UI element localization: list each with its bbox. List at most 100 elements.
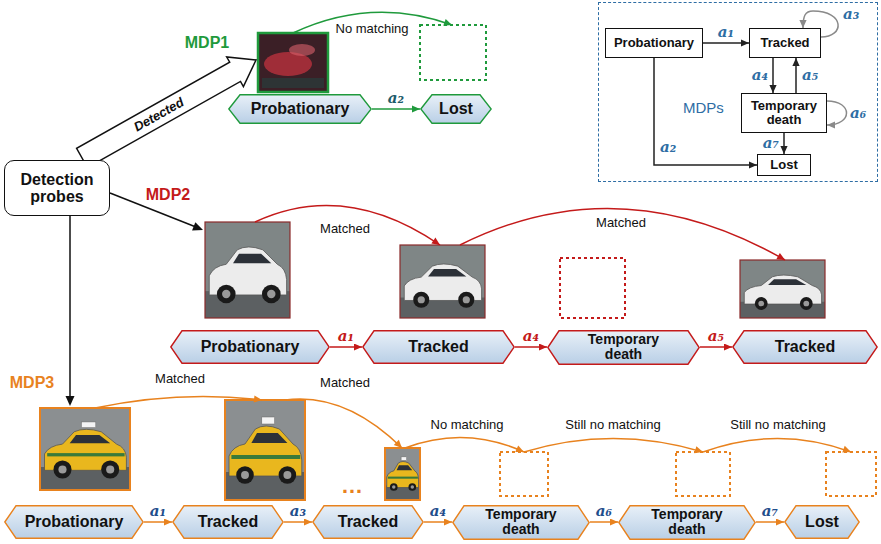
wheel-hub — [418, 296, 425, 303]
arrow-head — [724, 343, 732, 350]
photo-frame — [40, 408, 130, 490]
hexagon-shape — [173, 506, 283, 538]
hexagon-shape — [548, 330, 699, 363]
hexagon-shape — [421, 95, 491, 123]
car-wheel — [101, 460, 119, 478]
state-name: Probationary — [25, 513, 124, 530]
wheel-hub — [758, 301, 764, 307]
state-hexagon: Tracked — [312, 505, 424, 539]
arrow-head — [749, 161, 757, 168]
arrow-head — [694, 446, 703, 453]
mdp-label: MDP2 — [145, 186, 191, 204]
match-label: No matching — [335, 22, 410, 36]
wheel-hub — [106, 465, 114, 473]
wheel-hub — [411, 485, 414, 488]
arrow-line — [69, 216, 71, 400]
photo-background — [258, 33, 328, 92]
arrow-head — [610, 518, 618, 525]
arrow-head — [827, 121, 835, 128]
photo-background — [205, 222, 290, 318]
wheel-hub — [463, 296, 470, 303]
match-arc — [405, 437, 524, 452]
photo-frame — [258, 33, 328, 92]
arrow-head — [431, 238, 440, 245]
state-hexagon: Lost — [420, 94, 492, 124]
photo-frame — [225, 400, 305, 500]
match-label: Matched — [319, 376, 371, 390]
match-label: No matching — [430, 418, 505, 432]
state-name: Tracked — [198, 513, 258, 530]
arrow-head — [769, 85, 776, 93]
photo-background — [400, 245, 485, 318]
match-label: Matched — [595, 216, 647, 230]
wheel-hub — [283, 471, 291, 479]
state-name: Detection probes — [11, 171, 103, 206]
missing-detection-box — [420, 25, 486, 80]
panel-title: MDPs — [683, 99, 724, 116]
hexagon-shape — [171, 331, 329, 363]
vehicle-photo — [258, 33, 328, 92]
transition-arrow — [330, 343, 362, 350]
transition-arrow — [590, 518, 618, 525]
state-hexagon: Probationary — [4, 505, 144, 539]
arrow-head — [776, 518, 784, 525]
state-name: Probationary — [614, 36, 694, 50]
transition-arrow — [780, 133, 787, 154]
car-wheel — [53, 460, 71, 478]
detected-arrow — [77, 57, 256, 168]
state-hexagon: Probationary — [228, 94, 372, 124]
state-name: Tracked — [408, 338, 468, 355]
wheel-hub — [222, 290, 230, 298]
car-wheel — [279, 466, 297, 484]
state-name: Probationary — [251, 100, 350, 117]
wheel-hub — [803, 301, 809, 307]
state-name: Temporary death — [475, 507, 567, 537]
car-window — [70, 435, 111, 443]
taxi-stripe — [231, 455, 300, 459]
blur-blob — [289, 44, 315, 56]
arrow-head — [515, 445, 524, 452]
hexagon-shape — [733, 331, 877, 363]
arrow-head — [304, 518, 312, 525]
arrow-head — [792, 58, 799, 66]
transition-arrow — [703, 39, 749, 46]
action-label: a₅ — [801, 67, 819, 84]
car-window — [233, 254, 271, 264]
arc-line — [405, 437, 524, 452]
photo-frame — [385, 448, 420, 500]
missing-detection-box — [676, 452, 730, 496]
photo-frame — [740, 260, 825, 318]
vehicle-photo — [225, 400, 305, 500]
action-label: a₁ — [717, 24, 735, 41]
car-wheel — [390, 483, 398, 491]
state-name: Temporary death — [746, 99, 822, 127]
wheel-hub — [58, 465, 66, 473]
state-name: Temporary death — [641, 507, 733, 537]
arc-line — [524, 439, 703, 453]
car-wheel — [217, 285, 236, 304]
missing-detection-box — [500, 452, 548, 496]
vehicle-photo — [385, 448, 420, 500]
arc-line — [460, 208, 785, 260]
taxi-sign — [262, 417, 275, 424]
mdp-label: MDP1 — [184, 34, 230, 52]
arc-line — [285, 399, 402, 448]
probe-box: Detection probes — [4, 160, 110, 216]
state-name: Tracked — [338, 513, 398, 530]
photo-frame — [400, 245, 485, 318]
arrow-head — [394, 440, 402, 448]
action-label: a₆ — [849, 105, 867, 122]
hexagon-shape — [453, 505, 589, 538]
arrow-line — [827, 101, 847, 125]
state-hexagon: Temporary death — [618, 505, 756, 540]
transition-arrow — [700, 343, 732, 350]
action-label: a₄ — [522, 328, 540, 345]
missing-detection-box — [826, 452, 876, 496]
taxi-sign — [401, 457, 407, 461]
arrow-head — [164, 518, 172, 525]
hexagon-shape — [363, 331, 514, 363]
transition-arrow — [792, 58, 799, 93]
ellipsis-mark: … — [340, 474, 364, 498]
car-window — [428, 269, 466, 276]
